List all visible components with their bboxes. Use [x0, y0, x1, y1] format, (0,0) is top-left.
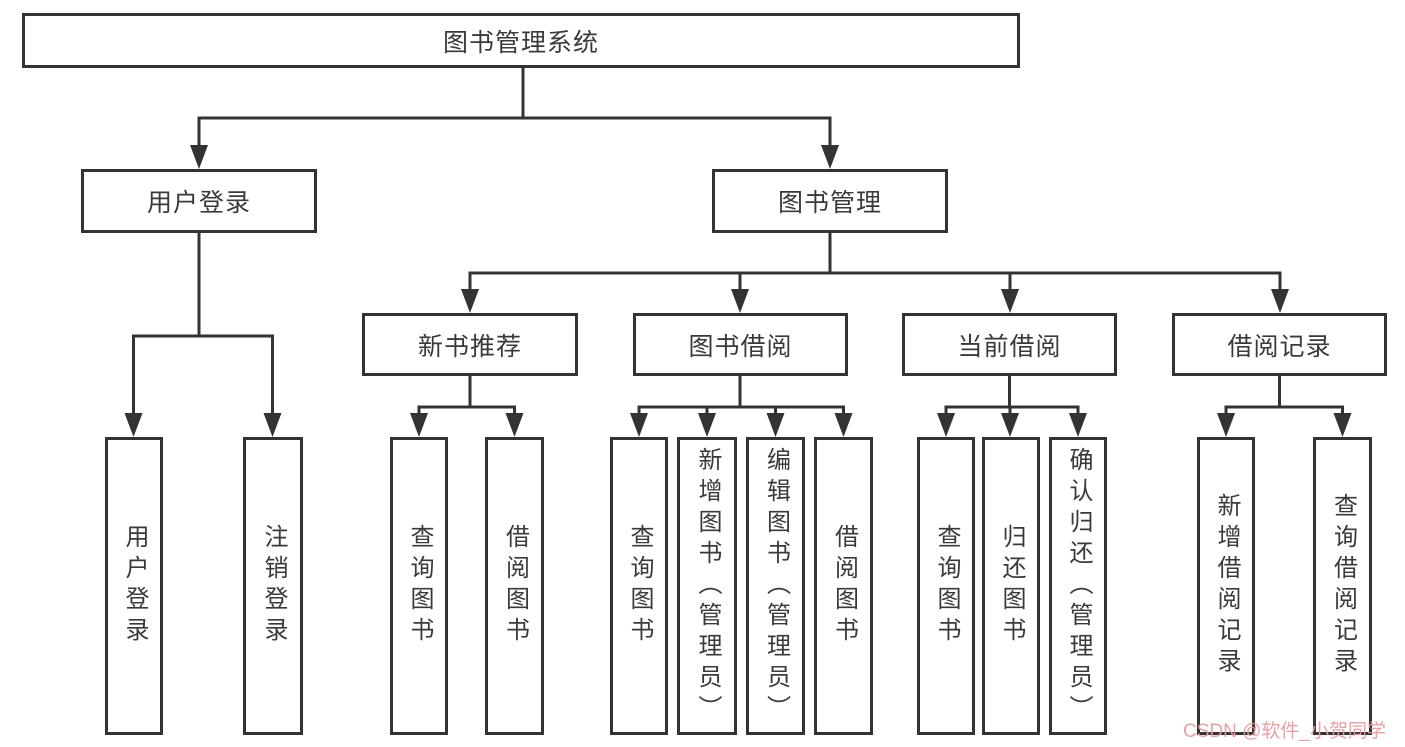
node-label: 图书借阅: [688, 332, 793, 361]
leaf-borrow-borrow-book: 借阅图书: [814, 437, 873, 735]
leaf-record-add-borrow-record: 新增借阅记录: [1197, 437, 1255, 735]
leaf-recommend-borrow-book: 借阅图书: [485, 437, 544, 735]
node-label: 新增借阅记录: [1213, 493, 1240, 679]
leaf-borrow-query-book: 查询图书: [610, 437, 668, 735]
node-user-login: 用户登录: [81, 169, 317, 233]
leaf-borrow-edit-book-admin: 编辑图书（管理员）: [746, 437, 805, 735]
node-label: 用户登录: [146, 189, 251, 217]
node-label: 借阅图书: [830, 524, 858, 648]
node-label: 借阅记录: [1227, 332, 1332, 361]
node-new-book-recommend: 新书推荐: [362, 313, 578, 376]
node-label: 注销登录: [260, 524, 287, 648]
node-label: 借阅图书: [501, 524, 529, 648]
node-label: 新书推荐: [417, 332, 522, 361]
node-book-management: 图书管理: [712, 169, 948, 233]
node-label: 当前借阅: [957, 332, 1062, 361]
csdn-watermark: CSDN @软件_小贺同学: [1183, 721, 1386, 742]
leaf-logout: 注销登录: [243, 437, 303, 735]
leaf-current-query-book: 查询图书: [917, 437, 975, 735]
node-label: 用户登录: [121, 524, 148, 648]
leaf-current-return-book: 归还图书: [982, 437, 1040, 735]
leaf-recommend-query-book: 查询图书: [390, 437, 448, 735]
leaf-borrow-add-book-admin: 新增图书（管理员）: [677, 437, 737, 735]
leaf-current-confirm-return-admin: 确认归还（管理员）: [1049, 437, 1107, 735]
node-book-borrow: 图书借阅: [633, 313, 848, 376]
node-label: 查询借阅记录: [1329, 493, 1357, 679]
node-label: 图书管理: [777, 189, 882, 217]
node-label: 新增图书（管理员）: [694, 446, 721, 726]
node-label: 确认归还（管理员）: [1065, 446, 1092, 726]
leaf-record-query-borrow-record: 查询借阅记录: [1313, 437, 1372, 735]
node-label: 查询图书: [933, 524, 960, 648]
node-label: 归还图书: [998, 524, 1025, 648]
node-borrow-record: 借阅记录: [1172, 313, 1387, 376]
node-label: 查询图书: [626, 524, 653, 648]
node-current-borrow: 当前借阅: [902, 313, 1117, 376]
node-label: 编辑图书（管理员）: [762, 446, 790, 726]
node-label: 图书管理系统: [442, 28, 599, 57]
leaf-user-login: 用户登录: [105, 437, 163, 735]
node-library-system: 图书管理系统: [22, 13, 1020, 68]
node-label: 查询图书: [406, 524, 433, 648]
